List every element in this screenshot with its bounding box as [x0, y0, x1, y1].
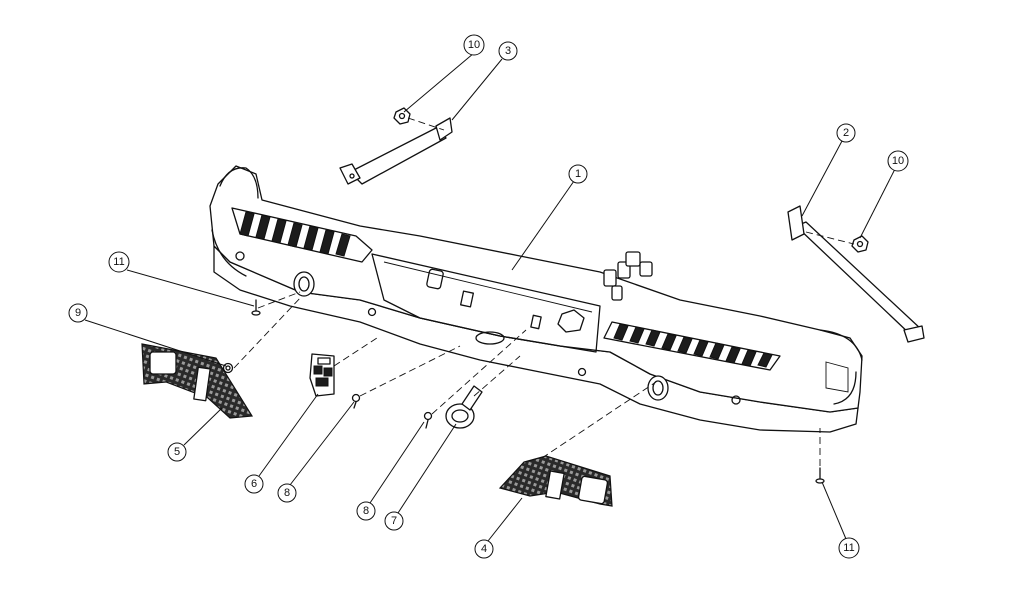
right-step-ribs [613, 323, 773, 368]
callout-label: 1 [575, 168, 581, 180]
left-bumper-bracket [339, 117, 453, 185]
screw-8-right [423, 411, 433, 429]
callout-11-left: 11 [108, 251, 130, 273]
left-grille-insert [141, 343, 254, 419]
callout-2: 2 [836, 123, 856, 143]
callout-label: 8 [363, 505, 369, 517]
leader-lines [84, 52, 896, 542]
callout-10-right: 10 [887, 150, 909, 172]
park-sensor [445, 385, 483, 429]
bumper-assembly [209, 165, 863, 433]
callout-8-right: 8 [356, 501, 376, 521]
callout-label: 5 [174, 446, 180, 458]
callout-label: 9 [75, 307, 81, 319]
callout-label: 11 [843, 542, 854, 554]
screw-11-left [251, 299, 261, 316]
callout-5: 5 [167, 442, 187, 462]
callout-label: 7 [391, 515, 397, 527]
callout-7: 7 [384, 511, 404, 531]
callout-6: 6 [244, 474, 264, 494]
callout-9: 9 [68, 303, 88, 323]
callout-4: 4 [474, 539, 494, 559]
callout-label: 2 [843, 127, 849, 139]
callout-label: 8 [284, 487, 290, 499]
callout-11-right: 11 [838, 537, 860, 559]
callout-label: 4 [481, 543, 487, 555]
sensor-bracket [309, 353, 335, 397]
assembly-lines [233, 117, 855, 466]
callout-label: 3 [505, 45, 511, 57]
callout-10-top: 10 [463, 34, 485, 56]
screw-8-left [351, 393, 361, 409]
right-bumper-bracket [787, 205, 925, 343]
clip-9 [222, 362, 234, 374]
nut-right [851, 235, 869, 253]
callout-1: 1 [568, 164, 588, 184]
callout-label: 11 [113, 256, 124, 268]
right-tow-hook [647, 375, 669, 401]
callout-8-left: 8 [277, 483, 297, 503]
callout-label: 10 [468, 39, 480, 51]
wiring-connectors [603, 251, 653, 301]
left-step-ribs [239, 211, 351, 257]
callout-label: 10 [892, 155, 904, 167]
callout-3: 3 [498, 41, 518, 61]
callout-label: 6 [251, 478, 257, 490]
screw-11-right [815, 467, 825, 484]
nut-left [393, 107, 411, 125]
left-tow-hook [293, 271, 315, 297]
right-grille-insert [498, 455, 613, 507]
